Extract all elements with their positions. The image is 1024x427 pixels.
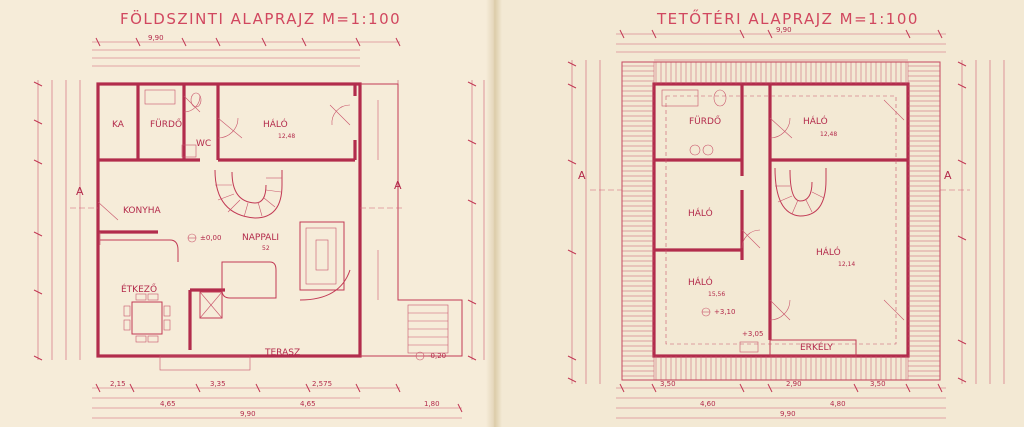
dim-bottom-seg-3: 4,65 (160, 400, 176, 408)
room-label-erkely: ERKÉLY (800, 343, 833, 353)
roof-hatch-lines (622, 62, 940, 380)
room-area-nappali: 52 (262, 245, 270, 252)
room-label-halo-attic-top: HÁLÓ (803, 117, 828, 127)
dim-bottom-seg-4: 4,65 (300, 400, 316, 408)
living-room-sofa (221, 221, 351, 301)
room-label-nappali: NAPPALI (242, 233, 279, 243)
room-label-konyha: KONYHA (123, 206, 161, 216)
dim-attic-bottom-seg-0: 3,50 (660, 380, 676, 388)
ground-dimensions (33, 37, 485, 419)
dim-bottom-right-overall: 9,90 (780, 410, 796, 418)
room-label-halo-attic-mid: HÁLÓ (688, 209, 713, 219)
ground-staircase (214, 169, 283, 219)
ground-floor-plan (33, 37, 485, 419)
dim-bottom-left-overall: 9,90 (240, 410, 256, 418)
dim-bottom-seg-2: 2,575 (312, 380, 333, 388)
kitchen-counter (100, 239, 179, 262)
roof-outline (621, 61, 941, 381)
dim-attic-bottom-seg-4: 4,80 (830, 400, 846, 408)
dim-top-right-overall: 9,90 (776, 26, 792, 34)
roof-tile-hatching (621, 61, 941, 381)
ground-floor-title: FÖLDSZINTI ALAPRAJZ M=1:100 (120, 10, 402, 28)
door-halo (217, 117, 243, 139)
section-mark-a-right-attic: A (944, 169, 952, 182)
room-label-terasz: TERASZ (265, 348, 301, 358)
level-attic-main: +3,10 (714, 308, 736, 316)
level-terrace: -0,20 (428, 352, 447, 360)
room-label-ka: KA (112, 120, 124, 130)
dim-top-left-overall: 9,90 (148, 34, 164, 42)
dim-attic-bottom-seg-2: 3,50 (870, 380, 886, 388)
room-area-halo-ground: 12,48 (278, 133, 296, 140)
page-fold (486, 0, 502, 427)
section-mark-a-left-ground: A (76, 185, 84, 198)
room-label-halo-attic-right: HÁLÓ (816, 248, 841, 258)
dim-bottom-seg-1: 3,35 (210, 380, 226, 388)
window-halo (329, 104, 351, 126)
level-attic-balcony: +3,05 (742, 330, 764, 338)
section-mark-a-left-attic: A (578, 169, 586, 182)
room-label-halo-ground: HÁLÓ (263, 120, 288, 130)
knee-wall (665, 95, 897, 345)
room-area-halo-attic-top: 12,48 (820, 131, 838, 138)
room-label-wc: WC (196, 139, 212, 149)
terrace-steps (407, 304, 449, 354)
room-label-furdo: FÜRDŐ (150, 120, 183, 130)
dim-attic-bottom-seg-1: 2,90 (786, 380, 802, 388)
attic-floor-title: TETŐTÉRI ALAPRAJZ M=1:100 (657, 10, 919, 28)
balcony (769, 339, 857, 357)
room-label-furdo-attic: FÜRDŐ (689, 117, 722, 127)
room-area-halo-attic-right: 12,14 (838, 261, 856, 268)
section-mark-a-right-ground: A (394, 179, 402, 192)
dim-bottom-seg-0: 2,15 (110, 380, 126, 388)
attic-dimensions (567, 29, 1005, 419)
room-area-halo-attic-bottom: 15,56 (708, 291, 726, 298)
dim-bottom-seg-5: 1,80 (424, 400, 440, 408)
dim-attic-bottom-seg-3: 4,60 (700, 400, 716, 408)
terrace-outline (360, 83, 463, 357)
dining-table (123, 293, 171, 343)
room-label-etkezo: ÉTKEZŐ (121, 285, 158, 295)
room-label-halo-attic-bottom: HÁLÓ (688, 278, 713, 288)
attic-staircase (774, 167, 827, 217)
level-ground-main: ±0,00 (200, 234, 222, 242)
